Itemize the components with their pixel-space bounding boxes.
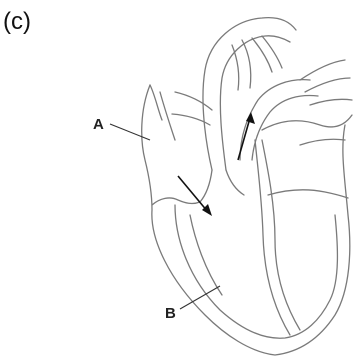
- septum: [255, 140, 290, 335]
- pulmonary-branch-right: [300, 60, 352, 105]
- tricuspid-region: [152, 198, 200, 205]
- label-b: B: [165, 305, 176, 322]
- aortic-root: [200, 170, 244, 202]
- label-b-leader: [180, 286, 220, 309]
- right-ventricle-inner: [190, 215, 222, 295]
- label-a-leader: [110, 124, 150, 140]
- aortic-branch-1: [232, 40, 251, 90]
- vena-cava: [150, 85, 175, 140]
- septum-inner: [262, 140, 300, 330]
- left-atrium: [262, 115, 352, 145]
- pulmonary-branch-left: [172, 92, 212, 125]
- mitral-region: [268, 190, 348, 198]
- aortic-branch-2: [252, 36, 282, 72]
- heart-inner-outline: [175, 205, 337, 338]
- flow-arrow-down: [178, 176, 212, 216]
- label-a: A: [93, 116, 104, 133]
